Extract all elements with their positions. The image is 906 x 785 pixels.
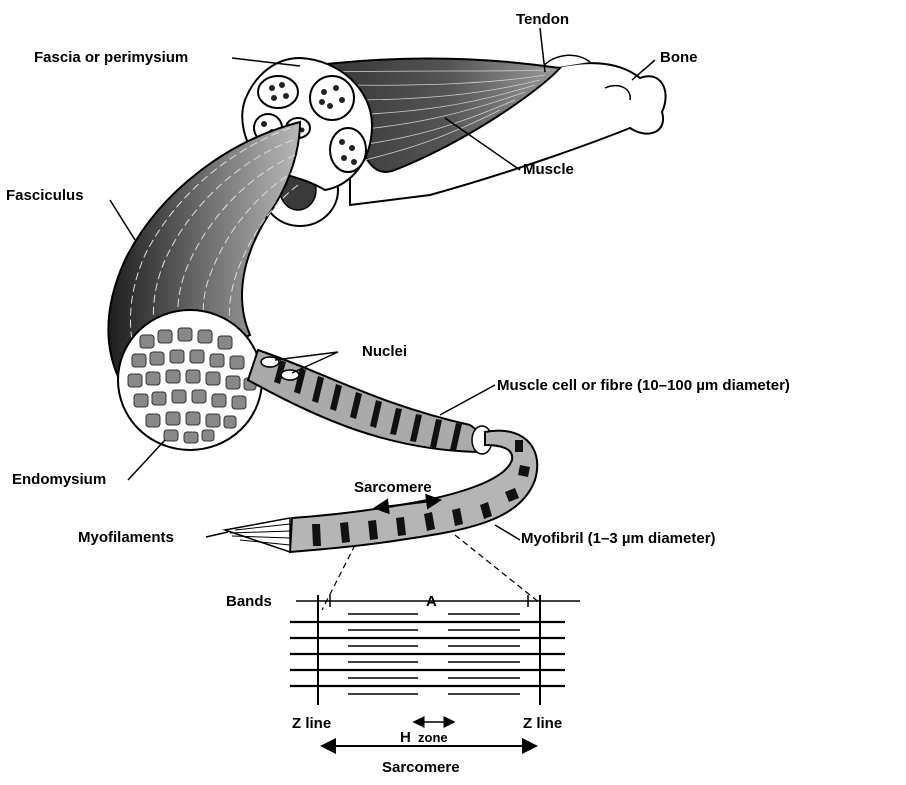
label-bone: Bone [660,49,698,66]
label-bands: Bands [226,593,272,610]
myofilaments-tip [225,518,290,552]
label-tendon: Tendon [516,11,569,28]
label-endomysium: Endomysium [12,471,106,488]
label-fascia: Fascia or perimysium [34,49,188,66]
label-myofibril: Myofibril (1–3 µm diameter) [521,530,716,547]
label-myofilaments: Myofilaments [78,529,174,546]
label-nuclei: Nuclei [362,343,407,360]
muscle-fibre [248,350,492,454]
nucleus-left [261,357,279,367]
label-z-line-right: Z line [523,715,562,732]
label-muscle: Muscle [523,161,574,178]
label-sarcomere-bottom: Sarcomere [382,759,460,776]
label-fasciculus: Fasciculus [6,187,84,204]
label-h-letter: H [400,729,411,746]
label-h-zone: zone [418,730,448,745]
label-muscle-cell: Muscle cell or fibre (10–100 µm diameter… [497,377,790,394]
sarcomere-detail [290,595,580,705]
label-sarcomere-top: Sarcomere [354,479,432,496]
label-a-band: A [426,593,437,610]
fasciculus-cross-section [118,310,262,450]
label-z-line-left: Z line [292,715,331,732]
